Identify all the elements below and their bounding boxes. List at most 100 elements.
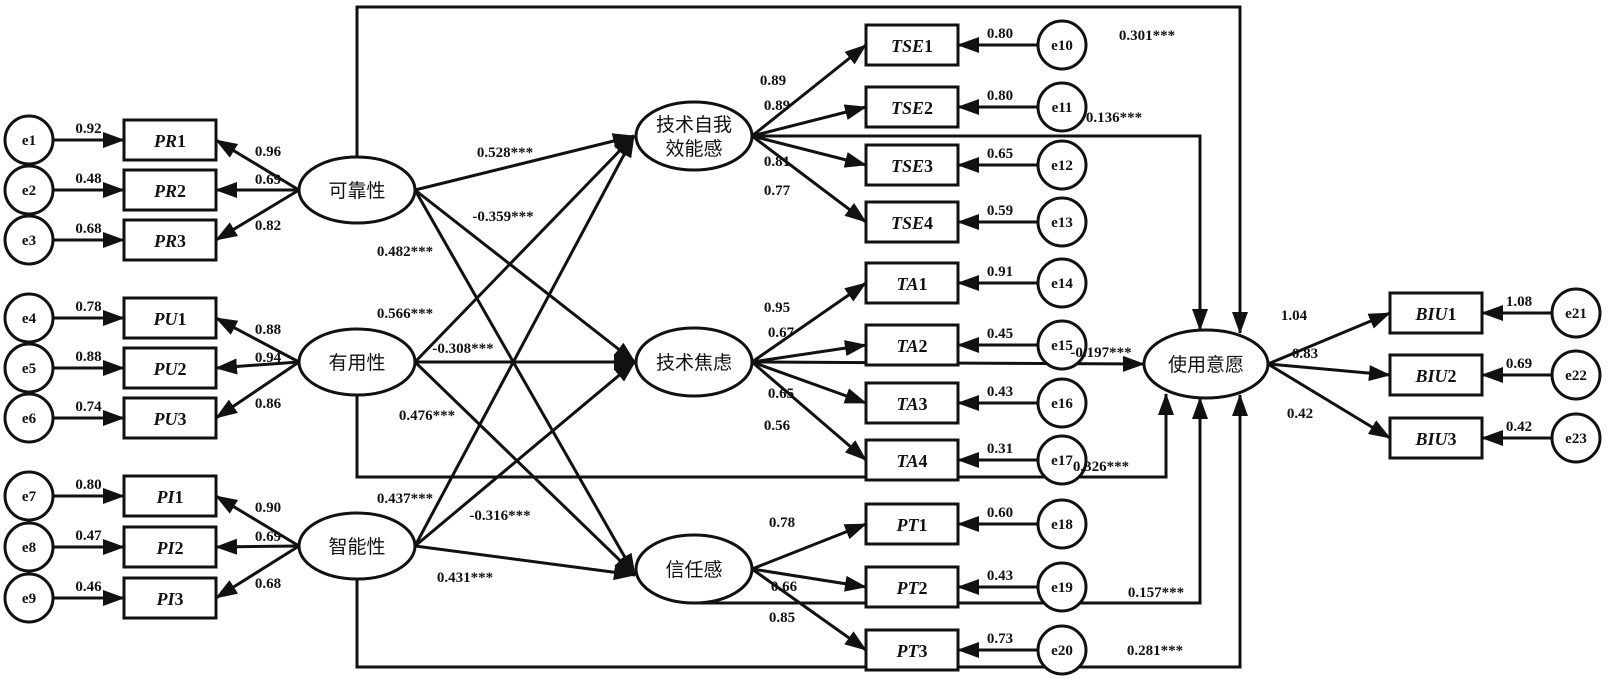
indicator-number: 1 [1448, 304, 1457, 324]
indicator-prefix: TA [896, 336, 918, 356]
indicator-label: BIU1 [1414, 304, 1456, 324]
error-term-label: e12 [1051, 158, 1073, 174]
indicator-prefix: PR [153, 181, 177, 201]
indicator-label: TSE1 [891, 36, 933, 56]
indicator-label: TA2 [896, 336, 927, 356]
error-term-circle [3, 114, 55, 166]
indicator-label: PI3 [156, 589, 184, 609]
loading-arrow [751, 360, 867, 405]
path-coefficient: -0.359*** [472, 209, 533, 225]
path-coefficient: 0.281*** [1127, 643, 1183, 659]
latent-label-pi: 智能性 [328, 536, 385, 558]
latent-label-pu: 有用性 [328, 352, 385, 374]
loading-value: 0.83 [1292, 346, 1318, 362]
path-coefficient: 0.136*** [1086, 110, 1142, 126]
loading-value: 0.66 [771, 579, 798, 595]
latent-label-pr: 可靠性 [328, 180, 385, 202]
structural-path-pi-pt [414, 544, 636, 581]
loading-value: 0.96 [255, 144, 282, 160]
indicator-box [864, 323, 960, 367]
indicator-prefix: PT [896, 641, 920, 661]
indicator-box [864, 381, 960, 425]
loading-value: 0.77 [764, 183, 791, 199]
error-term-label: e13 [1051, 215, 1073, 231]
error-term-label: e21 [1565, 306, 1587, 322]
loading-value: 0.42 [1287, 406, 1313, 422]
loading-arrow [1267, 362, 1391, 382]
error-term-label: e14 [1051, 276, 1073, 292]
latent-label-pt: 信任感 [665, 559, 722, 581]
indicator-number: 1 [924, 36, 933, 56]
error-value: 0.80 [987, 88, 1013, 104]
loading-arrow [215, 138, 300, 192]
loading-arrow [215, 188, 300, 242]
loading-value: 0.90 [255, 500, 281, 516]
error-term-circle [1036, 434, 1088, 486]
error-value: 0.88 [75, 349, 101, 365]
error-term-circle [1036, 319, 1088, 371]
loading-arrow [751, 281, 867, 364]
indicator-number: 3 [175, 589, 184, 609]
indicator-box [864, 502, 960, 546]
error-value: 0.45 [987, 326, 1013, 342]
latent-pr [297, 155, 417, 225]
indicator-prefix: TA [896, 451, 918, 471]
error-term-label: e6 [22, 411, 37, 427]
error-value: 0.91 [987, 264, 1013, 280]
indicator-label: PR1 [153, 131, 186, 151]
indicator-number: 3 [1448, 429, 1457, 449]
error-term-label: e8 [22, 540, 36, 556]
indicator-prefix: TSE [891, 156, 924, 176]
indicator-label: PI1 [156, 487, 184, 507]
error-term-label: e17 [1051, 453, 1073, 469]
loading-arrow [751, 522, 867, 571]
loading-value: 0.95 [764, 300, 790, 316]
indicator-number: 3 [919, 394, 928, 414]
indicator-prefix: BIU [1414, 304, 1448, 324]
indicator-prefix: PR [153, 231, 177, 251]
indicator-number: 3 [924, 156, 933, 176]
error-term-label: e5 [22, 361, 36, 377]
error-term-label: e18 [1051, 517, 1073, 533]
error-value: 0.59 [987, 203, 1013, 219]
path-coefficient: 0.437*** [377, 491, 433, 507]
error-term-label: e22 [1565, 368, 1587, 384]
indicator-box [122, 296, 218, 340]
error-term-label: e20 [1051, 643, 1073, 659]
indicator-label: PT3 [896, 641, 928, 661]
error-value: 0.47 [75, 528, 102, 544]
indicator-box [864, 438, 960, 482]
indicator-label: PU1 [153, 309, 187, 329]
latent-biu [1142, 328, 1270, 400]
loading-arrow [215, 316, 300, 364]
error-term-label: e7 [22, 489, 37, 505]
error-value: 0.42 [1506, 419, 1532, 435]
indicator-box [864, 565, 960, 609]
indicator-label: TSE2 [891, 98, 933, 118]
indicator-prefix: PI [156, 487, 176, 507]
error-term-circle [1036, 196, 1088, 248]
structural-path-pi-biu [355, 394, 1248, 669]
indicator-prefix: PU [153, 359, 179, 379]
error-term-label: e19 [1051, 580, 1073, 596]
indicator-number: 1 [177, 131, 186, 151]
indicator-prefix: PT [896, 578, 920, 598]
structural-path-pi-ta [414, 360, 636, 548]
structural-path-pr-ta [414, 188, 636, 364]
loading-value: 0.88 [255, 322, 281, 338]
latent-ta [634, 326, 754, 398]
indicator-number: 2 [919, 336, 928, 356]
structural-path-tse-biu [752, 134, 1208, 331]
error-term-circle [3, 392, 55, 444]
loading-arrow [215, 538, 300, 555]
error-term-circle [3, 214, 55, 266]
path-coefficient: 0.566*** [377, 306, 433, 322]
error-value: 0.60 [987, 505, 1013, 521]
loading-arrow [215, 358, 300, 375]
indicator-label: PR3 [153, 231, 186, 251]
error-term-label: e2 [22, 183, 36, 199]
indicator-box [122, 396, 218, 440]
indicator-prefix: BIU [1414, 429, 1448, 449]
structural-path-pr-pt [413, 189, 637, 576]
